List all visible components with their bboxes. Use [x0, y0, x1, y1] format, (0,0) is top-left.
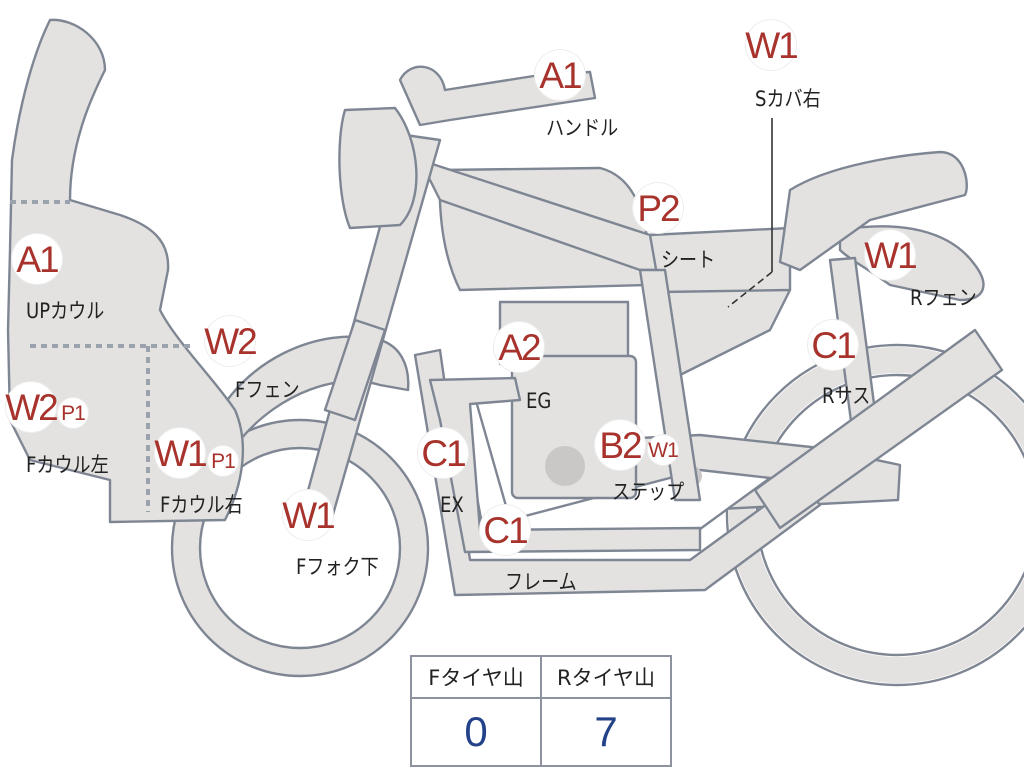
front-wheel: [170, 418, 430, 678]
tire-tread-table: Fタイヤ山 Rタイヤ山 0 7: [410, 655, 672, 767]
rear-fender-label: Rフェン: [910, 286, 977, 310]
exhaust-badge: C1: [418, 428, 468, 478]
upper-cowl-label: UPカウル: [26, 299, 105, 323]
rear-frame-bar: [753, 328, 1004, 530]
front-cowl-left-badge: W2: [5, 382, 59, 432]
front-cowl-right-badge: W1: [154, 428, 208, 478]
rear-subframe: [638, 268, 702, 502]
frame-badge: C1: [480, 505, 530, 555]
rear-suspension-badge: C1: [808, 320, 858, 370]
front-fork-lower-label: Fフォク下: [296, 555, 379, 579]
tire-tread-value-row: 0 7: [410, 697, 672, 767]
handle-label: ハンドル: [546, 116, 619, 140]
front-fork-lower-badge: W1: [282, 490, 336, 540]
rear-tire-header: Rタイヤ山: [540, 655, 672, 699]
front-cowl-right-extra-badge: P1: [208, 446, 238, 476]
front-fender-badge: W2: [204, 316, 258, 366]
exhaust-pipe: [428, 376, 702, 554]
cowl-shape: [6, 18, 244, 524]
front-cowl-left-label: Fカウル左: [26, 453, 109, 477]
headlight: [338, 106, 418, 230]
handle-badge: A1: [535, 50, 585, 100]
step-label: ステップ: [612, 480, 685, 504]
seat-badge: P2: [633, 183, 683, 233]
engine-label: EG: [526, 389, 552, 413]
seat-label: シート: [661, 248, 716, 272]
front-cowl-right-label: Fカウル右: [160, 493, 243, 517]
step-extra-badge: W1: [648, 435, 679, 465]
front-tire-header: Fタイヤ山: [410, 655, 542, 699]
s-cover-right-badge: W1: [745, 20, 799, 70]
tire-tread-header-row: Fタイヤ山 Rタイヤ山: [410, 655, 672, 699]
step-badge: B2: [595, 420, 645, 470]
engine-badge: A2: [494, 322, 544, 372]
s-cover-right-label: Sカバ右: [755, 87, 821, 111]
frame-label: フレーム: [505, 570, 577, 594]
fork-upper: [323, 318, 387, 422]
front-tire-value[interactable]: 0: [410, 697, 542, 767]
front-cowl-left-extra-badge: P1: [58, 398, 88, 428]
rear-suspension-label: Rサス: [822, 384, 871, 408]
front-fender-label: Fフェン: [235, 378, 300, 402]
tail-cowl: [778, 150, 968, 272]
upper-cowl-badge: A1: [12, 234, 62, 284]
rear-tire-value[interactable]: 7: [540, 697, 672, 767]
rear-fender-badge: W1: [864, 230, 918, 280]
exhaust-label: EX: [440, 493, 464, 517]
